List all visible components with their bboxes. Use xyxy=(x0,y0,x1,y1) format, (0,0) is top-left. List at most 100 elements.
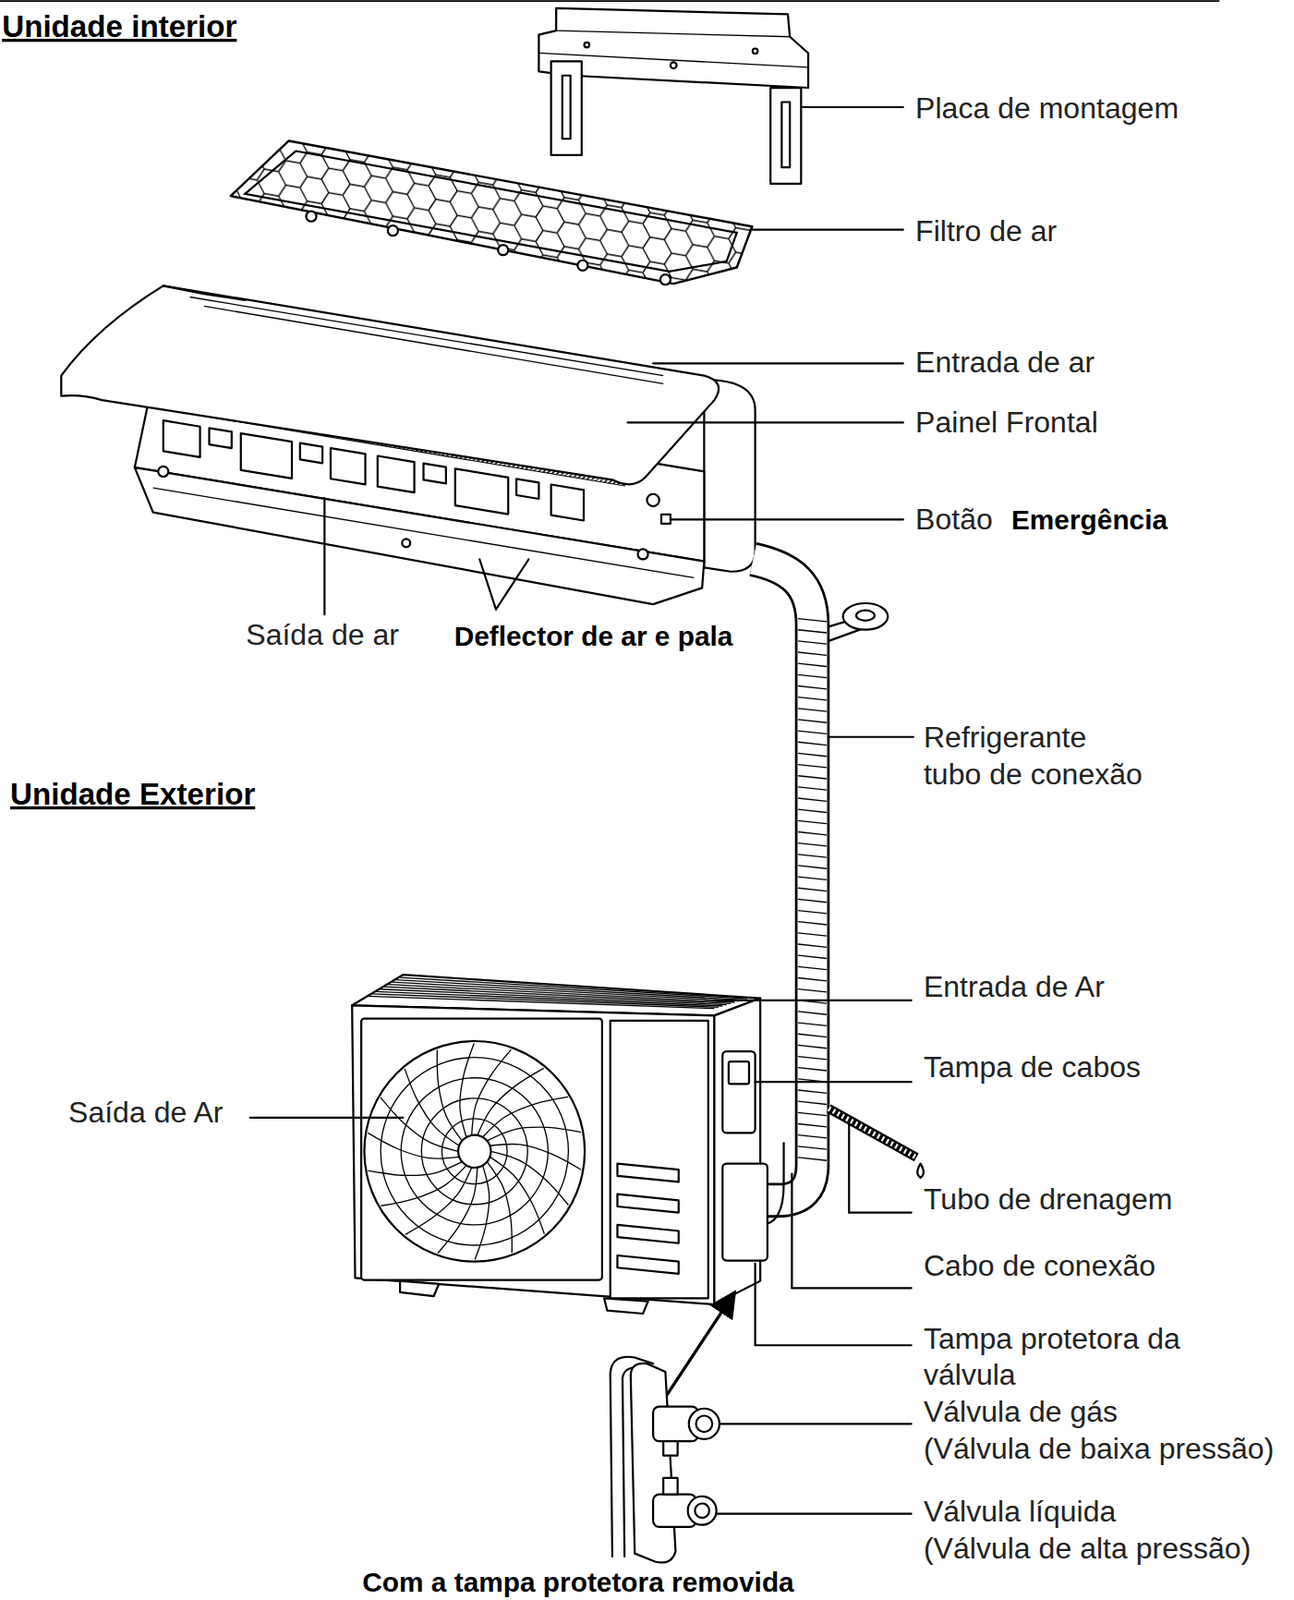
pipe-rib xyxy=(798,685,827,689)
pipe-rib xyxy=(798,831,827,835)
fan-grille xyxy=(437,1167,478,1254)
part-label: Painel Frontal xyxy=(915,404,1099,442)
pipe-rib xyxy=(798,1135,827,1138)
drain-hose xyxy=(828,1108,917,1158)
mounting-plate xyxy=(556,30,790,37)
indoor-grille-panel xyxy=(423,463,447,484)
air-filter xyxy=(230,140,753,285)
pipe-rib xyxy=(798,618,827,622)
air-filter xyxy=(577,260,588,271)
pipe-rib xyxy=(798,798,827,801)
pipe-rib xyxy=(798,1112,827,1115)
refrigerant-pipe xyxy=(752,558,812,1200)
pipe-rib xyxy=(798,697,827,701)
refrigerant-pipe xyxy=(752,558,812,1200)
leader-line xyxy=(848,1122,911,1212)
fan-grille xyxy=(368,1161,463,1176)
pipe-rib xyxy=(798,719,827,723)
outdoor-unit xyxy=(351,974,768,1314)
mounting-plate xyxy=(670,61,678,69)
mounting-plate xyxy=(538,8,809,184)
part-label: Filtro de ar xyxy=(915,212,1057,250)
indoor-unit xyxy=(401,538,411,547)
indoor-unit xyxy=(153,487,695,578)
top-grille xyxy=(396,979,744,1001)
part-label: Botão xyxy=(915,501,993,539)
part-label: Saída de Ar xyxy=(68,1093,223,1131)
tape-roll xyxy=(828,603,888,641)
leader-line xyxy=(800,106,903,109)
pipe-rib xyxy=(798,730,827,734)
fan-grille xyxy=(367,1042,581,1259)
fan-grille xyxy=(380,1057,569,1246)
pipe-rib xyxy=(798,1089,827,1093)
outdoor-unit xyxy=(399,1281,439,1297)
leader-line xyxy=(719,1422,912,1425)
leader-line xyxy=(323,497,326,615)
outdoor-unit xyxy=(361,1018,603,1281)
side-vent xyxy=(616,1224,678,1244)
mounting-plate xyxy=(584,42,591,49)
part-label: Tampa de cabos xyxy=(923,1048,1141,1086)
leader-line xyxy=(670,518,904,521)
indoor-grille-panel xyxy=(209,427,232,448)
mounting-plate xyxy=(752,48,759,54)
air-filter xyxy=(387,225,399,236)
indoor-unit xyxy=(204,305,664,384)
fan-grille xyxy=(421,1098,528,1205)
pipe-rib xyxy=(798,640,827,644)
valve-closeup xyxy=(610,1292,736,1563)
pipe-rib xyxy=(798,966,827,969)
fan-grille xyxy=(405,1167,472,1235)
top-grille xyxy=(391,981,739,1002)
indoor-unit xyxy=(703,379,755,572)
indoor-grille-panel xyxy=(516,478,539,499)
pipe-rib xyxy=(798,775,827,779)
top-grille xyxy=(367,977,748,1009)
part-label: Refrigerante tubo de conexão xyxy=(923,718,1148,793)
valve-closeup xyxy=(663,1477,678,1495)
fan-grille xyxy=(404,1068,460,1146)
pipe-rib xyxy=(798,1100,827,1104)
part-label: Tubo de drenagem xyxy=(923,1180,1174,1218)
section-heading: Unidade interior xyxy=(1,8,237,46)
indoor-grille-panel xyxy=(377,455,415,493)
fan-grille xyxy=(380,1097,459,1151)
fan-grille xyxy=(489,1144,581,1171)
indoor-grille-panel xyxy=(455,468,508,514)
pipe-rib xyxy=(798,809,827,812)
pipe-rib xyxy=(798,910,827,914)
part-label: Tampa protetora da válvula xyxy=(923,1319,1205,1394)
indoor-unit xyxy=(163,285,245,300)
valve-closeup xyxy=(696,1414,714,1432)
mounting-plate xyxy=(551,60,582,156)
fan-grille xyxy=(471,1049,512,1136)
air-filter xyxy=(230,140,753,284)
drain-hose xyxy=(828,1108,917,1158)
pipe-rib xyxy=(798,1044,827,1048)
mounting-plate xyxy=(562,75,571,140)
fan-grille xyxy=(483,1096,569,1137)
side-vent xyxy=(616,1163,678,1183)
pipe-rib xyxy=(798,1033,827,1037)
fan-grille xyxy=(489,1156,545,1234)
fan-grille xyxy=(486,1161,512,1254)
leader-line xyxy=(713,999,911,1002)
pipe-rib xyxy=(798,786,827,790)
pipe-rib xyxy=(798,1011,827,1015)
indoor-unit xyxy=(647,494,660,507)
leader-line xyxy=(479,558,496,609)
pipe-rib xyxy=(798,1123,827,1126)
pipe-rib xyxy=(798,663,827,666)
pipe-rib xyxy=(798,1056,827,1060)
valve-closeup xyxy=(688,1496,717,1525)
valve-closeup xyxy=(630,1363,677,1563)
valve-closeup xyxy=(689,1408,720,1440)
leader-line xyxy=(749,228,904,230)
pipe-rib xyxy=(798,618,827,1161)
indoor-unit xyxy=(190,297,665,376)
pipe-rib xyxy=(798,1146,827,1149)
fan-grille xyxy=(490,1150,569,1205)
indoor-unit xyxy=(60,285,719,484)
